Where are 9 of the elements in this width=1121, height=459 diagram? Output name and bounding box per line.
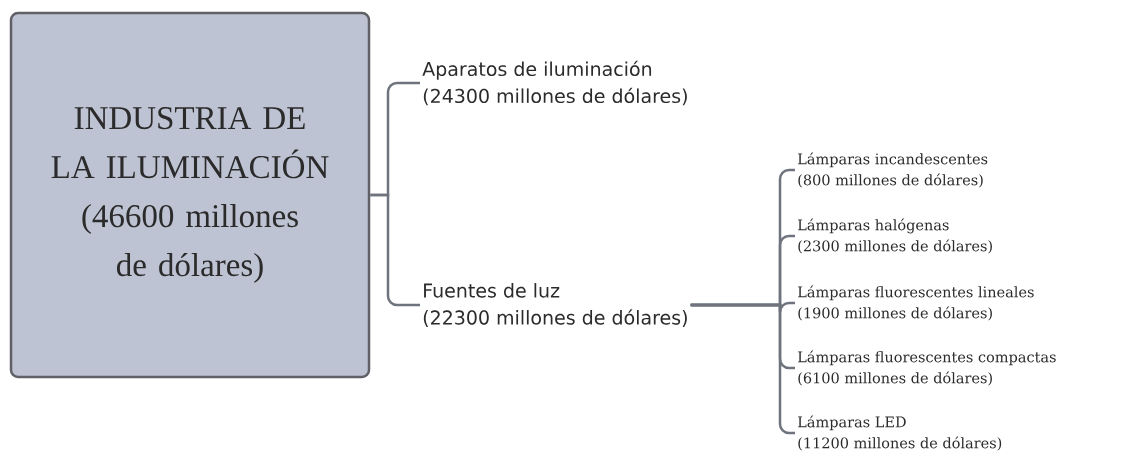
leaf-label: Lámparas fluorescentes lineales (1900 millones de dólares)	[798, 285, 1034, 321]
leaf-label: Lámparas LED (11200 millones de dólares)	[798, 415, 1002, 451]
leaf-label: Lámparas incandescentes (800 millones de dólares)	[798, 152, 988, 188]
leaf-label: Lámparas halógenas (2300 millones de dólares)	[798, 218, 992, 254]
bracket-line	[370, 193, 420, 307]
branch-label: Fuentes de luz (22300 millones de dólares)	[423, 283, 687, 327]
branch-label: Aparatos de iluminación (24300 millones de dólares)	[422, 60, 687, 106]
title-box: INDUSTRIA DE LA ILUMINACIÓN (46600 millones de dólares)	[9, 11, 371, 379]
leaf-label: Lámparas fluorescentes compactas (6100 millones de dólares)	[798, 350, 1056, 386]
